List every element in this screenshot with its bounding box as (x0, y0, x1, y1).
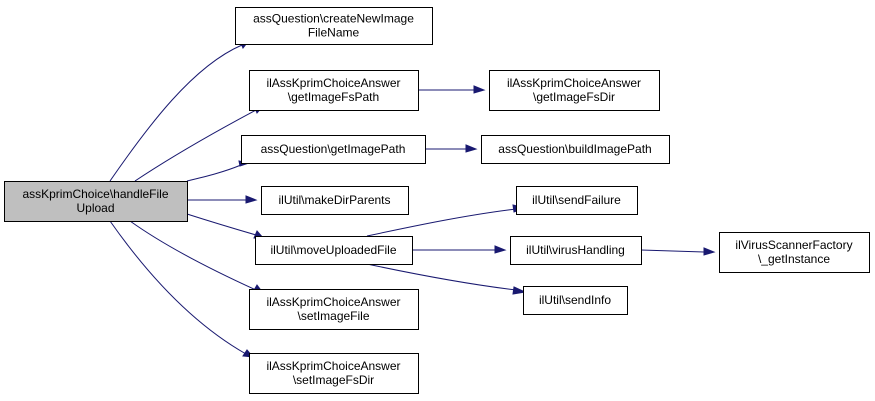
node-box (249, 70, 419, 111)
node-box (255, 236, 413, 265)
edge-move-uploaded-file-to-virus-handling (412, 245, 507, 254)
node-label: ilAssKprimChoiceAnswer (266, 295, 400, 309)
node-box (510, 236, 642, 265)
node-answer-get-image-fs-dir[interactable]: ilAssKprimChoiceAnswer\getImageFsDir (489, 70, 660, 111)
node-make-dir-parents[interactable]: ilUtil\makeDirParents (261, 186, 409, 215)
node-label: ilAssKprimChoiceAnswer (266, 76, 400, 90)
edge-root-to-get-image-path (186, 160, 251, 182)
node-box (261, 186, 409, 215)
node-move-uploaded-file[interactable]: ilUtil\moveUploadedFile (255, 236, 413, 265)
node-label: Upload (76, 201, 114, 215)
edge-line (109, 44, 243, 182)
arrowhead (465, 144, 478, 153)
node-label: ilVirusScannerFactory (735, 238, 852, 252)
node-virus-handling[interactable]: ilUtil\virusHandling (510, 236, 642, 265)
node-label: \getImageFsPath (288, 90, 379, 104)
node-label: assKprimChoice\handleFile (22, 187, 168, 201)
node-label: assQuestion\createNewImage (253, 12, 414, 26)
arrowhead (703, 247, 716, 256)
node-send-info[interactable]: ilUtil\sendInfo (523, 286, 628, 315)
node-label: ilUtil\makeDirParents (278, 193, 390, 207)
node-label: assQuestion\buildImagePath (498, 142, 651, 156)
node-label: \_getInstance (758, 252, 830, 266)
edge-root-to-move-uploaded-file (186, 213, 266, 240)
edge-answer-get-image-fs-path-to-answer-get-image-fs-dir (418, 85, 486, 94)
edge-line (366, 208, 517, 237)
edge-move-uploaded-file-to-send-info (366, 263, 527, 295)
node-scanner-get-instance[interactable]: ilVirusScannerFactory\_getInstance (719, 232, 870, 273)
edge-root-to-answer-set-image-fs-dir (109, 220, 255, 358)
node-label: assQuestion\getImagePath (261, 142, 406, 156)
edge-line (129, 220, 257, 291)
node-box (489, 70, 660, 111)
node-label: ilUtil\sendInfo (539, 293, 611, 307)
arrowhead (473, 85, 486, 94)
node-answer-set-image-file[interactable]: ilAssKprimChoiceAnswer\setImageFile (249, 289, 419, 330)
edge-line (134, 109, 257, 182)
node-box (235, 7, 433, 45)
node-box (249, 353, 419, 394)
node-answer-get-image-fs-path[interactable]: ilAssKprimChoiceAnswer\getImageFsPath (249, 70, 419, 111)
arrowhead (245, 195, 258, 204)
node-box (523, 286, 628, 315)
edge-root-to-create-new-image-file-name (109, 38, 252, 182)
node-label: FileName (308, 26, 360, 40)
arrowhead (512, 286, 527, 295)
edge-line (186, 164, 242, 182)
edge-line (640, 249, 705, 253)
node-label: \setImageFsDir (293, 373, 374, 387)
node-box (249, 289, 419, 330)
node-box (481, 135, 670, 164)
node-label: ilUtil\virusHandling (526, 243, 625, 257)
node-label: ilUtil\sendFailure (532, 193, 621, 207)
node-box (516, 186, 638, 215)
edge-virus-handling-to-scanner-get-instance (640, 247, 716, 256)
edge-get-image-path-to-build-image-path (425, 144, 478, 153)
edge-line (109, 220, 247, 355)
node-answer-set-image-fs-dir[interactable]: ilAssKprimChoiceAnswer\setImageFsDir (249, 353, 419, 394)
node-send-failure[interactable]: ilUtil\sendFailure (516, 186, 638, 215)
node-get-image-path[interactable]: assQuestion\getImagePath (241, 135, 426, 164)
node-label: \getImageFsDir (533, 90, 615, 104)
node-build-image-path[interactable]: assQuestion\buildImagePath (481, 135, 670, 164)
node-label: ilUtil\moveUploadedFile (270, 243, 396, 257)
node-label: ilAssKprimChoiceAnswer (507, 76, 641, 90)
edge-line (366, 263, 517, 291)
edge-root-to-answer-set-image-file (129, 220, 265, 294)
node-box (4, 181, 188, 222)
node-box (241, 135, 426, 164)
node-label: \setImageFile (297, 309, 369, 323)
node-label: ilAssKprimChoiceAnswer (266, 359, 400, 373)
edge-line (186, 213, 257, 236)
edge-root-to-make-dir-parents (187, 195, 258, 204)
arrowhead (494, 245, 507, 254)
node-box (719, 232, 870, 273)
